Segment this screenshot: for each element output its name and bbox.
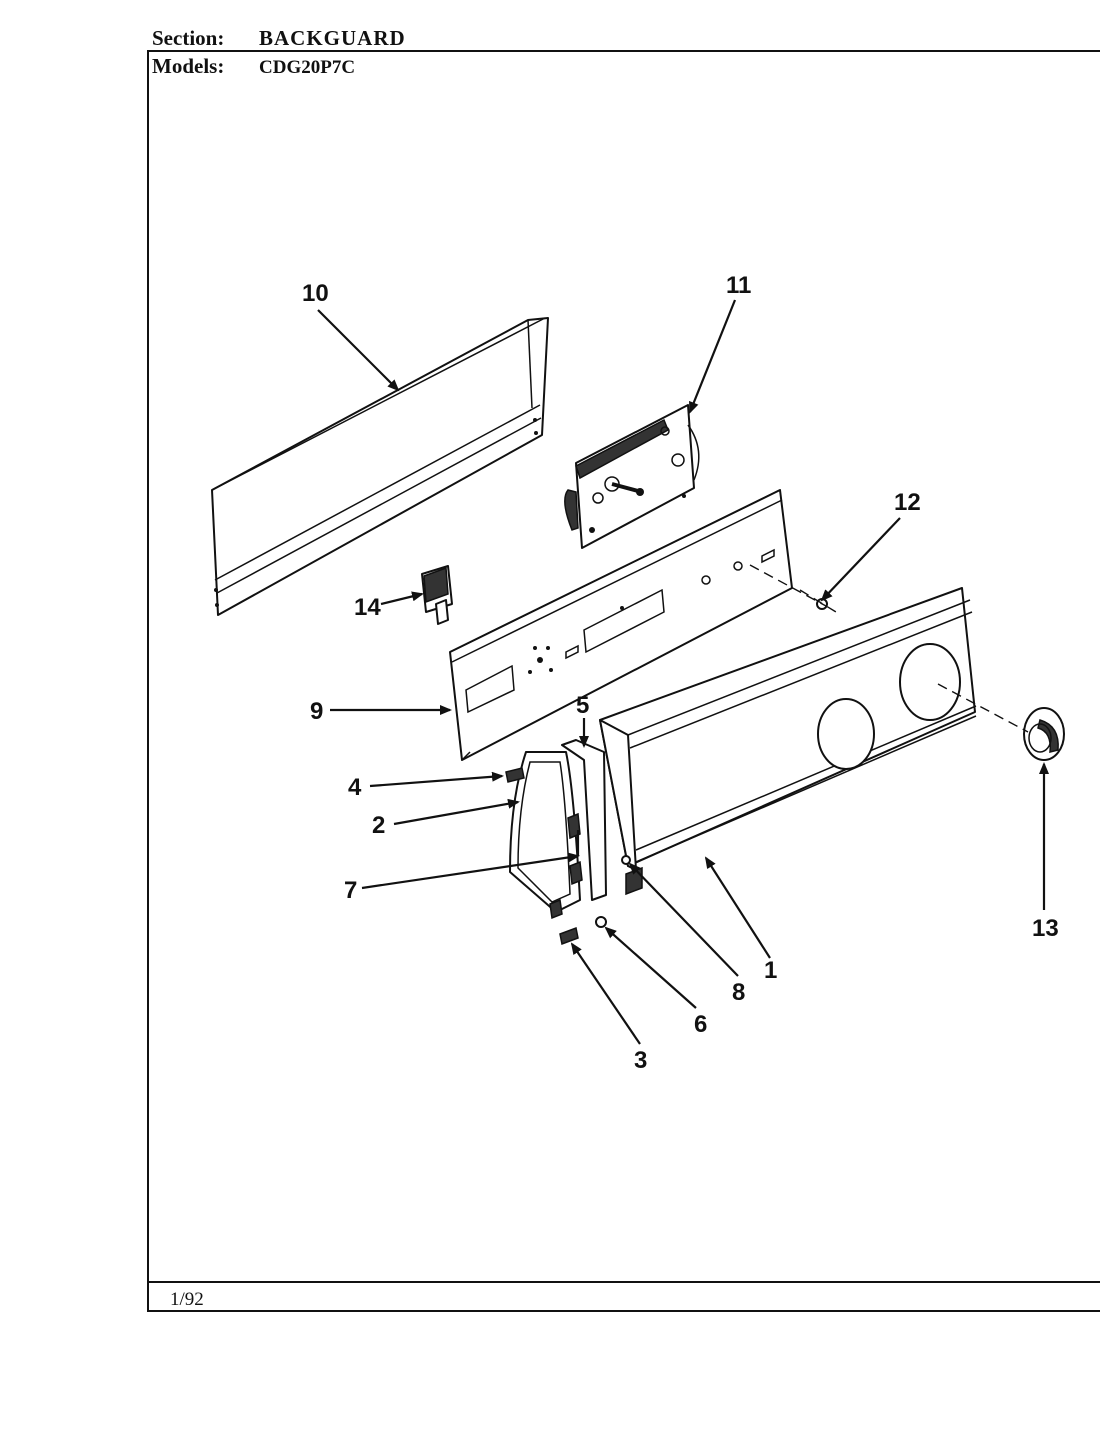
part-10-top-cover xyxy=(211,317,549,616)
part-4-clip xyxy=(505,767,525,783)
callout-7: 7 xyxy=(344,877,357,904)
part-6-screw xyxy=(595,916,607,928)
models-label: Models: xyxy=(152,54,225,78)
callout-11: 11 xyxy=(726,272,751,299)
models-value: CDG20P7C xyxy=(259,57,356,78)
callout-14: 14 xyxy=(354,594,381,621)
section-label: Section: xyxy=(152,26,225,50)
part-1-backguard-housing xyxy=(599,587,977,896)
part-11-control-assembly xyxy=(564,404,700,549)
part-13-knob xyxy=(1023,707,1065,761)
callout-4: 4 xyxy=(348,774,362,801)
page-frame xyxy=(147,50,1100,1312)
callout-3: 3 xyxy=(634,1047,647,1074)
callout-8: 8 xyxy=(732,979,745,1006)
part-5-end-trim xyxy=(561,739,607,901)
callout-9: 9 xyxy=(310,698,323,725)
part-2-end-cap xyxy=(509,751,583,920)
callout-10: 10 xyxy=(302,280,329,307)
callout-5: 5 xyxy=(576,692,589,719)
callout-13: 13 xyxy=(1032,915,1059,942)
part-3-clip xyxy=(559,926,579,946)
part-8-screw xyxy=(621,855,631,865)
leader-lines xyxy=(317,299,1049,1045)
callout-2: 2 xyxy=(372,812,385,839)
footer-date: 1/92 xyxy=(170,1289,204,1310)
callout-1: 1 xyxy=(764,957,777,984)
section-value: BACKGUARD xyxy=(259,26,406,50)
part-9-control-panel xyxy=(449,489,793,761)
part-14-switch xyxy=(421,565,453,625)
callout-12: 12 xyxy=(894,489,921,516)
callout-6: 6 xyxy=(694,1011,707,1038)
footer-divider xyxy=(147,1281,1100,1283)
